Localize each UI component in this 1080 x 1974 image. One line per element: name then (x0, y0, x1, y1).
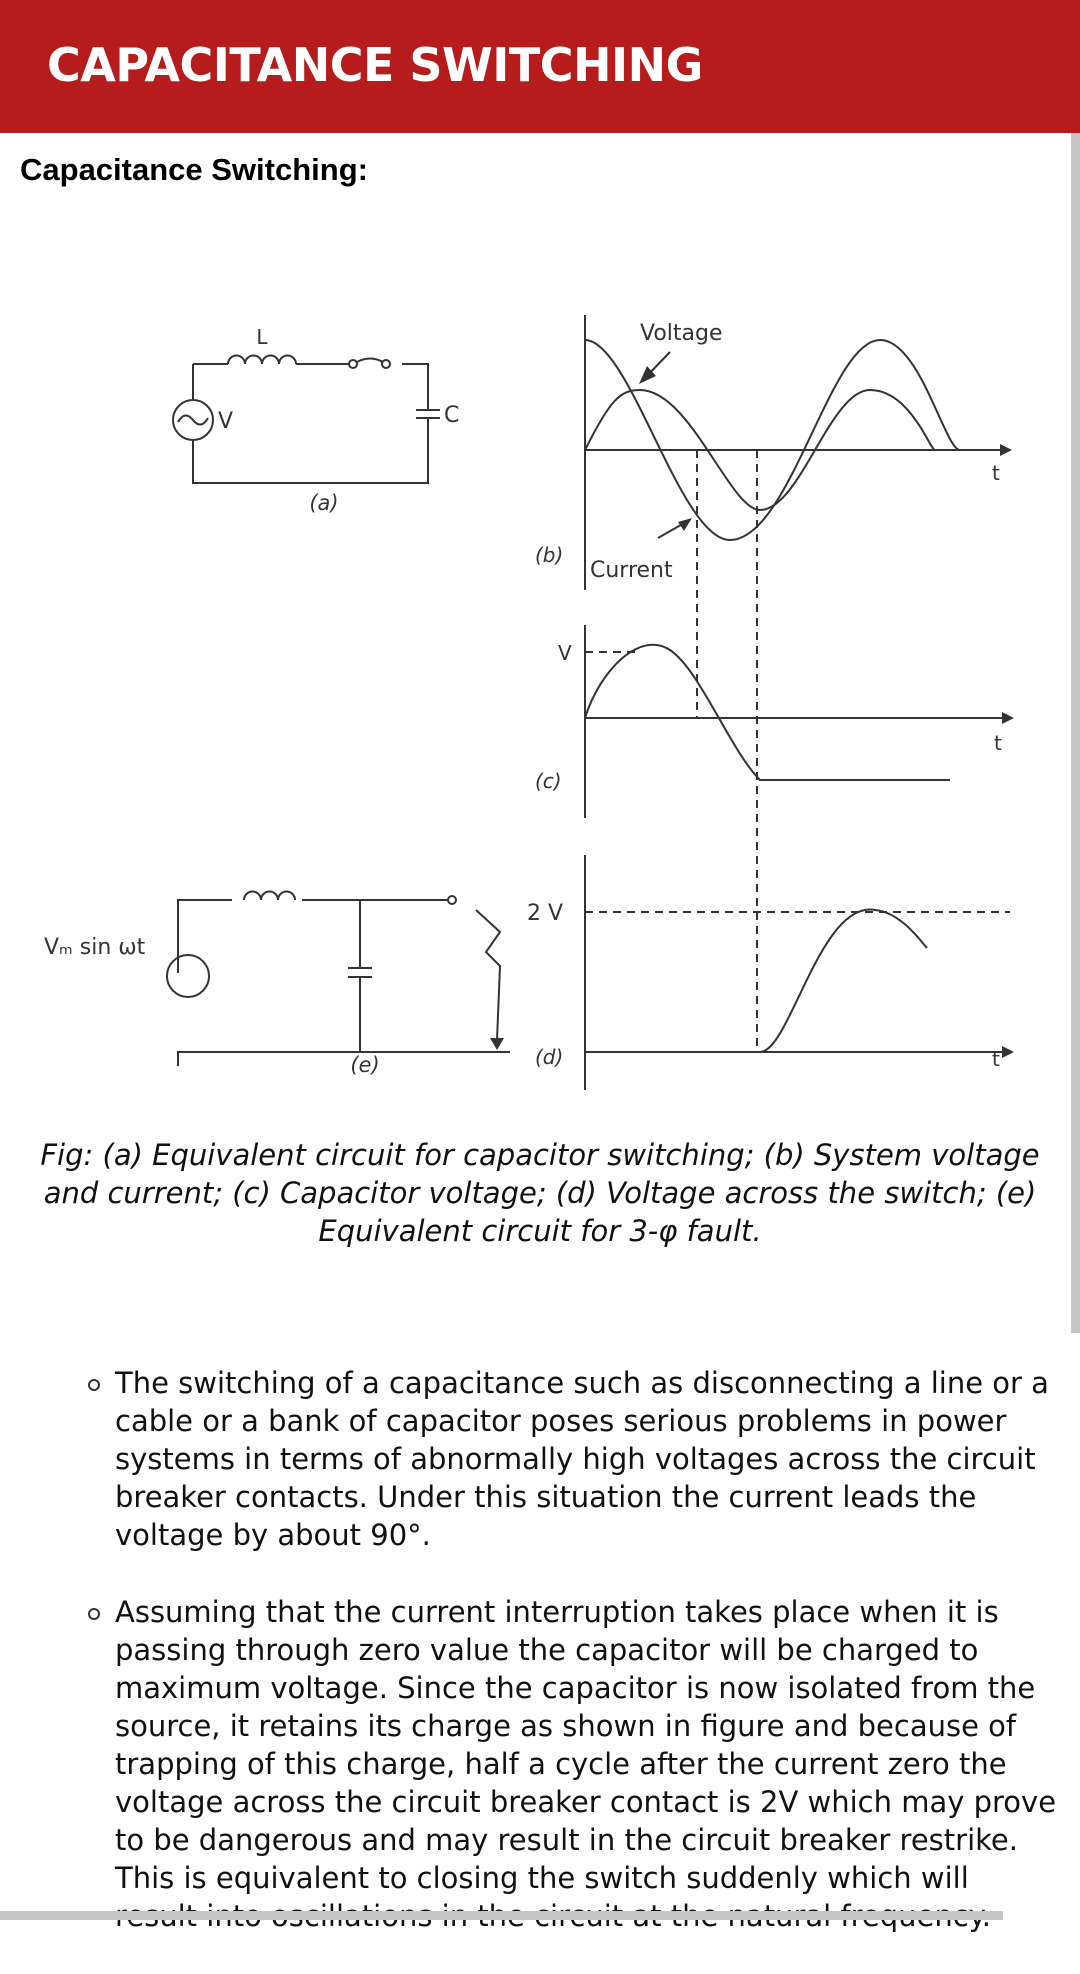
chart-c-v-label: V (558, 641, 572, 665)
list-item-text: The switching of a capacitance such as d… (115, 1366, 1049, 1552)
ac-source-a (172, 399, 214, 441)
switch-blade-a (356, 357, 384, 363)
switch-terminal-e (447, 895, 457, 905)
chart-b-voltage-wave (584, 338, 961, 542)
chart-c-x-arrow (1002, 712, 1014, 724)
switch-contact-a1 (348, 359, 358, 369)
chart-d-2v-label: 2 V (527, 901, 563, 926)
voltage-pointer-arrowhead (639, 366, 656, 384)
horizontal-scrollbar[interactable] (0, 1911, 1003, 1920)
bullet-list: The switching of a capacitance such as d… (70, 1364, 1060, 1974)
hollow-bullet-icon (88, 1608, 100, 1620)
source-label-a: V (218, 409, 233, 434)
circuit-a-label: (a) (309, 491, 338, 515)
capacitance-switching-figure: L V C (a) Voltage Current (b) t V (c) t … (30, 300, 1030, 1100)
switch-spring-e (475, 909, 502, 1041)
chart-d-x-arrow (1002, 1046, 1014, 1058)
chart-c-label: (c) (535, 769, 562, 793)
voltage-label: Voltage (640, 321, 723, 346)
chart-d-label: (d) (535, 1045, 563, 1069)
vertical-scrollbar[interactable] (1071, 133, 1080, 1333)
chart-d-switch-voltage (759, 908, 928, 1053)
circuit-e-wires (177, 899, 510, 1066)
capacitor-plates-e (348, 967, 372, 978)
switch-contact-a2 (381, 359, 391, 369)
list-item: The switching of a capacitance such as d… (70, 1364, 1060, 1554)
circuit-e-arrowhead (490, 1038, 504, 1050)
chart-b-t-label: t (992, 461, 1000, 485)
chart-b-x-arrow (1000, 444, 1012, 456)
capacitor-label-a: C (444, 403, 459, 428)
section-heading: Capacitance Switching: (20, 152, 368, 187)
current-label: Current (590, 558, 673, 583)
figure-caption: Fig: (a) Equivalent circuit for capacito… (40, 1138, 1040, 1248)
chart-b-current-wave (584, 388, 936, 512)
chart-c-t-label: t (994, 731, 1002, 755)
chart-d-t-label: t (992, 1047, 1000, 1071)
capacitor-plates-a (416, 409, 440, 419)
chart-b-label: (b) (535, 543, 563, 567)
list-item: Assuming that the current interruption t… (70, 1593, 1060, 1935)
chart-c-capacitor-voltage (584, 643, 950, 781)
inductor-coil-a (227, 354, 297, 365)
circuit-e-label: (e) (350, 1053, 379, 1077)
app-bar-title: CAPACITANCE SWITCHING (47, 38, 703, 92)
current-pointer-arrowhead (678, 518, 692, 531)
ac-source-wave (177, 414, 209, 426)
circuit-a-wires (192, 363, 429, 484)
ac-source-e (166, 954, 210, 998)
list-item-text: Assuming that the current interruption t… (115, 1595, 1057, 1933)
source-label-e: Vₘ sin ωt (44, 935, 146, 960)
app-bar: CAPACITANCE SWITCHING (0, 0, 1080, 133)
inductor-coil-e (243, 890, 296, 901)
inductor-label-a: L (256, 325, 268, 349)
hollow-bullet-icon (88, 1379, 100, 1391)
